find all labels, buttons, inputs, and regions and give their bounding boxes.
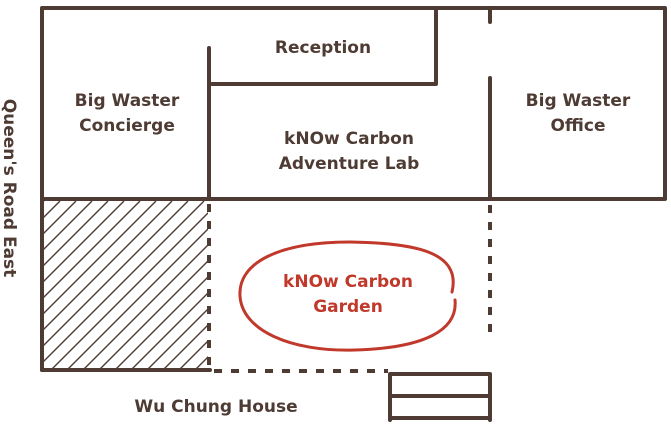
hatch-line [67, 228, 208, 369]
hatch-line [115, 276, 208, 369]
room-label-lab: kNOw Carbon [284, 129, 414, 149]
garden-highlight-circle [238, 240, 457, 352]
hatch-line [163, 324, 208, 369]
hatch-line [131, 292, 208, 369]
hatch-line [99, 260, 208, 369]
garden-label-2: Garden [313, 297, 383, 317]
hatch-line [44, 201, 93, 250]
hatch-line [44, 201, 125, 282]
hatch-line [83, 244, 208, 369]
room-label-concierge: Big Waster [75, 91, 180, 111]
garden-boundary [207, 204, 492, 373]
hatch-line [44, 201, 205, 362]
hatch-line [147, 308, 208, 369]
hatch-line [44, 201, 189, 346]
garden-label: kNOw Carbon [283, 272, 413, 292]
hatch-line [44, 201, 141, 298]
street-label-wu-chung-house: Wu Chung House [134, 397, 297, 417]
room-label-office-2: Office [550, 116, 605, 136]
room-label-reception: Reception [275, 38, 371, 58]
hatch-line [44, 201, 109, 266]
room-label-office: Big Waster [526, 91, 631, 111]
building-walls [40, 6, 667, 372]
hatch-line [44, 201, 157, 314]
hatch-line [44, 201, 77, 234]
hatched-area [44, 201, 208, 369]
hatch-line [51, 212, 208, 369]
entrance-steps [388, 372, 492, 422]
room-label-concierge-2: Concierge [79, 116, 175, 136]
hatch-line [44, 201, 173, 330]
room-label-lab-2: Adventure Lab [279, 154, 420, 174]
street-label-queens-road-east: Queen's Road East [0, 99, 19, 278]
